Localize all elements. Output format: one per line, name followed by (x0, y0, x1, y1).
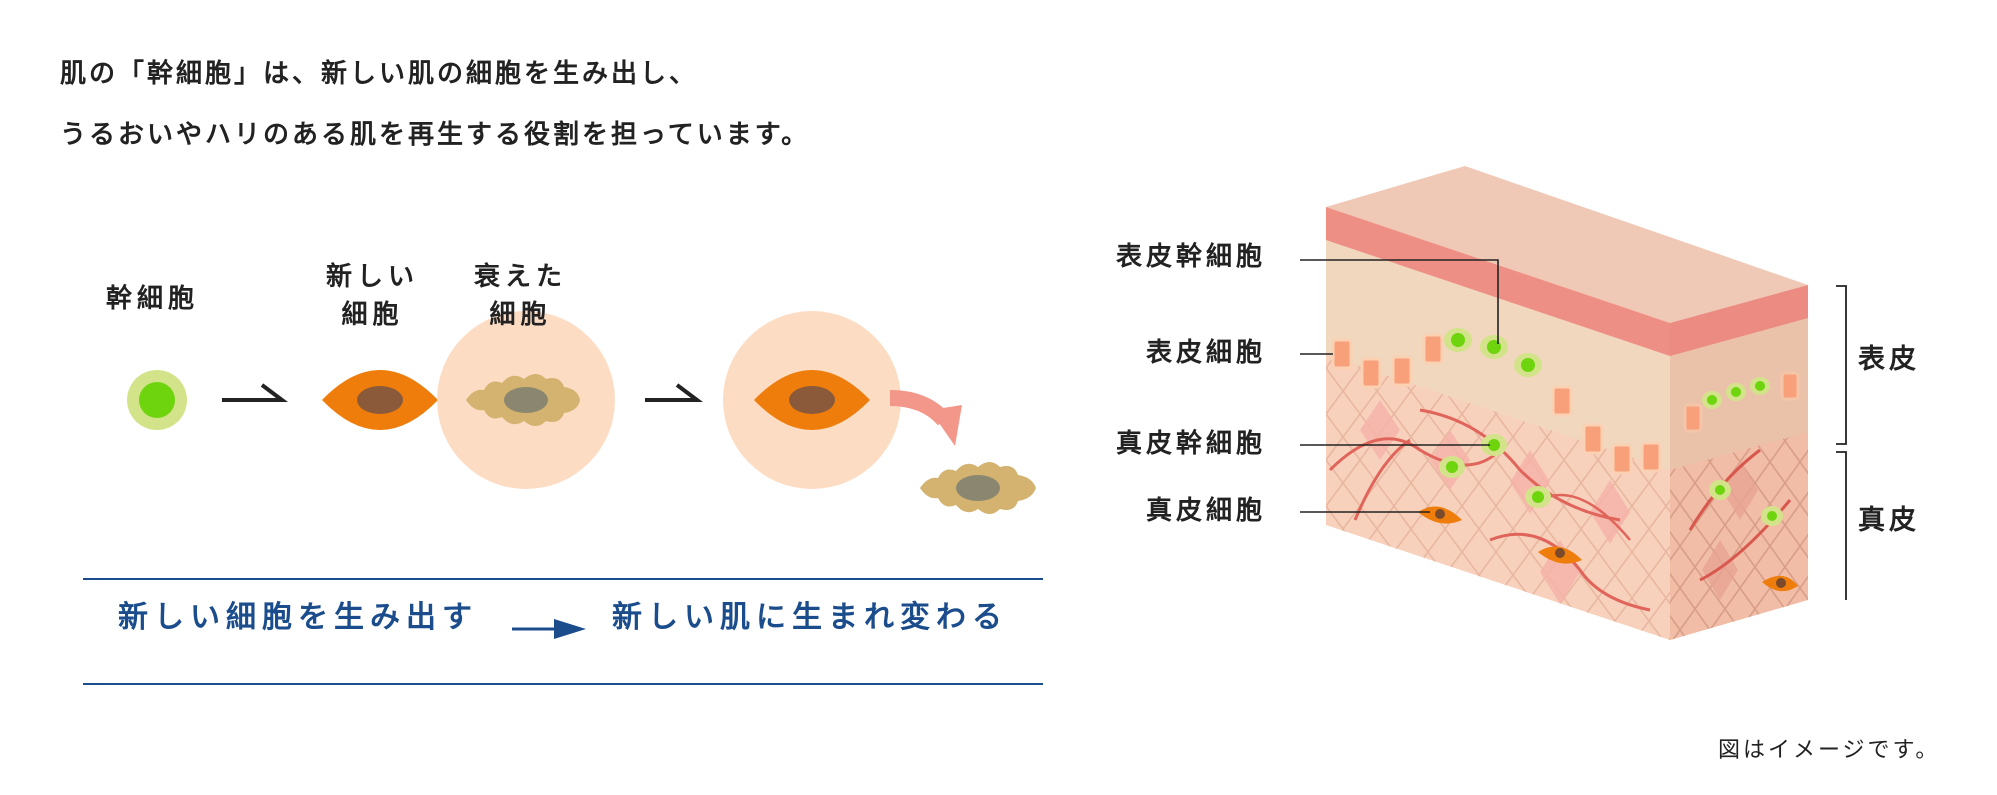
shed-arrow-icon (889, 390, 962, 446)
new-cell-label: 新しい 細胞 (326, 258, 419, 334)
intro-line-1: 肌の「幹細胞」は、新しい肌の細胞を生み出し、 (60, 59, 699, 89)
label-dermis: 真皮 (1858, 505, 1920, 536)
new-cell-icon (322, 370, 438, 430)
label-epidermis: 表皮 (1858, 344, 1920, 375)
arrow-icon (645, 383, 703, 402)
dermal-cells (1418, 506, 1798, 592)
new-cell-label-line-1: 新しい (326, 262, 420, 292)
tagline-bottom-rule (83, 683, 1043, 685)
arrow-icon (222, 383, 288, 402)
skin-cross-section (1326, 166, 1808, 640)
stem-cell-icon (127, 370, 187, 430)
tagline-arrow-icon (512, 619, 586, 639)
new-cell-label-line-2: 細胞 (341, 300, 404, 330)
intro-line-2: うるおいやハリのある肌を再生する役割を担っています。 (60, 120, 811, 150)
label-epidermal-stem-cell: 表皮幹細胞 (1116, 242, 1267, 272)
epidermal-stem-cells (1444, 328, 1770, 409)
tagline-top-rule (83, 578, 1043, 580)
stem-cell-label-text: 幹細胞 (106, 284, 200, 314)
old-cell-label-line-1: 衰えた (474, 262, 568, 292)
stem-cell-label: 幹細胞 (106, 280, 199, 318)
leader-lines (1300, 259, 1499, 513)
epidermis-bracket (1836, 285, 1847, 445)
tagline-right: 新しい肌に生まれ変わる (612, 600, 1008, 635)
label-dermal-cell: 真皮細胞 (1146, 496, 1267, 526)
tagline-left: 新しい細胞を生み出す (118, 600, 478, 635)
renewed-cell-icon (754, 370, 870, 430)
old-cell-label: 衰えた 細胞 (474, 258, 567, 334)
dermal-stem-cells (1439, 434, 1783, 526)
intro-text: 肌の「幹細胞」は、新しい肌の細胞を生み出し、 うるおいやハリのある肌を再生する役… (60, 44, 810, 166)
label-dermal-stem-cell: 真皮幹細胞 (1116, 429, 1267, 459)
epidermal-cells (1331, 333, 1800, 475)
old-cell-label-line-2: 細胞 (489, 300, 552, 330)
shed-cell-icon (920, 462, 1036, 514)
image-caption: 図はイメージです。 (1718, 738, 1941, 763)
label-epidermal-cell: 表皮細胞 (1146, 338, 1267, 368)
old-cell-icon (466, 374, 580, 426)
dermis-bracket (1836, 451, 1847, 600)
